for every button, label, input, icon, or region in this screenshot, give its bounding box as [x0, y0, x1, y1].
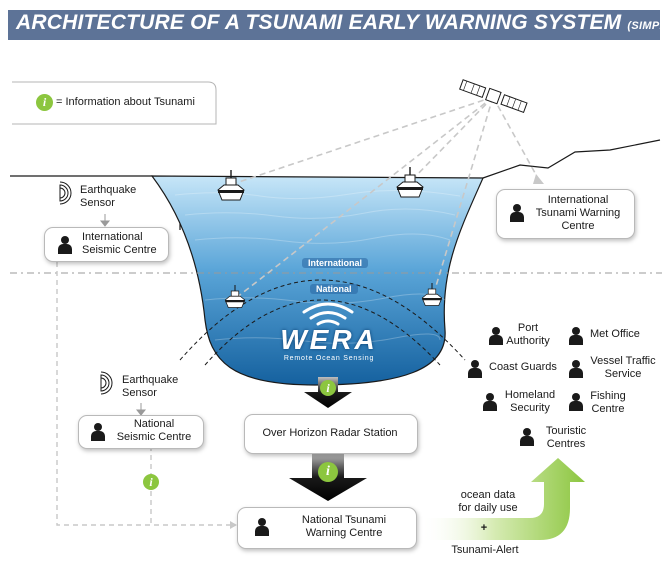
buoy-icon: [421, 283, 443, 306]
title-main: ARCHITECTURE OF A TSUNAMI EARLY WARNING …: [16, 11, 622, 34]
buoy-icon: [224, 285, 246, 308]
info-icon: i: [318, 462, 338, 482]
title-bar: [8, 10, 660, 40]
info-icon: i: [143, 474, 159, 490]
alert-output-arrow: [420, 458, 585, 540]
wera-tagline: Remote Ocean Sensing: [283, 355, 375, 362]
person-icon: [510, 204, 524, 222]
international-tsunami-warning-centre-label: International Tsunami Warning Centre: [535, 194, 621, 232]
radar-station-label: Over Horizon Radar Station: [262, 427, 398, 439]
person-icon: [255, 518, 269, 536]
person-icon: [58, 236, 72, 254]
national-zone-label: National: [310, 284, 358, 294]
international-zone-label: International: [302, 258, 369, 268]
coast-right: [482, 139, 661, 179]
satellite-icon: [459, 79, 528, 114]
title-subtitle: (SIMPLIFIED): [627, 20, 672, 32]
international-seismic-centre-label: International Seismic Centre: [82, 231, 157, 256]
person-icon: [569, 327, 583, 345]
seismic-sensor-icon: [59, 181, 72, 205]
radar-arc-outer: [179, 279, 466, 361]
person-icon: [520, 428, 534, 446]
person-icon: [91, 423, 105, 441]
national-seismic-centre-label: National Seismic Centre: [116, 418, 192, 443]
recipient-coast-guards: Coast Guards: [489, 361, 557, 373]
person-icon: [468, 360, 482, 378]
person-icon: [569, 393, 583, 411]
recipient-met-office: Met Office: [590, 328, 640, 340]
recipient-touristic-centres: Touristic Centres: [545, 425, 587, 450]
wera-waves-icon: [302, 302, 354, 326]
recipient-vessel-traffic-service: Vessel Traffic Service: [590, 355, 656, 380]
legend-text: = Information about Tsunami: [56, 96, 195, 108]
legend-info-icon: i: [36, 94, 53, 111]
radar-station-node: [244, 414, 418, 454]
buoy-icon: [217, 170, 245, 201]
recipient-port-authority: Port Authority: [506, 322, 550, 347]
radar-arc-inner: [204, 299, 441, 366]
legend-frame: [12, 81, 217, 125]
recipient-fishing-centre: Fishing Centre: [590, 390, 626, 415]
seismic-sensor-icon: [100, 371, 113, 395]
national-tsunami-warning-centre-label: National Tsunami Warning Centre: [301, 514, 387, 539]
earthquake-sensor-label: Earthquake Sensor: [80, 184, 137, 209]
person-icon: [569, 360, 583, 378]
output-plus-sign: +: [480, 522, 488, 534]
person-icon: [489, 327, 503, 345]
person-icon: [483, 393, 497, 411]
recipient-homeland-security: Homeland Security: [504, 389, 556, 414]
wera-logo: WERA: [280, 324, 378, 355]
earthquake-sensor-label: Earthquake Sensor: [122, 374, 179, 399]
buoy-icon: [396, 167, 424, 198]
tsunami-alert-label: Tsunami-Alert: [451, 544, 519, 556]
info-icon: i: [320, 380, 336, 396]
ocean-data-label: ocean data for daily use: [458, 489, 518, 514]
diagram-title: ARCHITECTURE OF A TSUNAMI EARLY WARNING …: [16, 11, 672, 35]
